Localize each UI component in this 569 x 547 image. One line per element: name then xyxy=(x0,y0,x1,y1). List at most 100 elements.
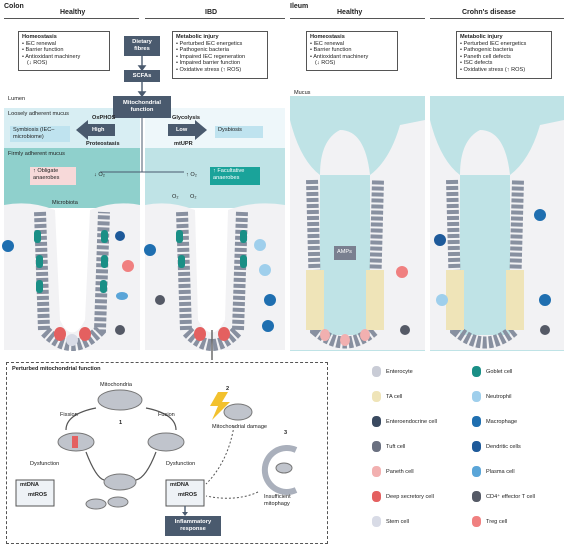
colon-homeostasis-box: Homeostasis • IEC renewal • Barrier func… xyxy=(18,31,110,71)
legend-item: Treg cell xyxy=(472,516,507,527)
divider xyxy=(430,18,564,19)
perturbed-mito-panel xyxy=(6,362,328,544)
ibd-metabolic-injury-box: Metabolic injury • Perturbed IEC energet… xyxy=(172,31,268,79)
o2-decrease-label: ↓ O₂ xyxy=(94,172,105,178)
box-line: (↓ ROS) xyxy=(315,60,336,67)
macrophage-icon xyxy=(472,416,481,427)
loose-mucus-label: Loosely adherent mucus xyxy=(8,111,69,117)
cell-legend: (function(){ const host=document.current… xyxy=(372,366,564,542)
legend-item: Goblet cell xyxy=(472,366,512,377)
amps-label: AMPs xyxy=(337,249,352,255)
box-line: • Barrier function xyxy=(22,47,64,54)
box-title: Homeostasis xyxy=(22,34,57,40)
low-label: Low xyxy=(176,127,188,133)
box-title: Metabolic injury xyxy=(460,34,503,40)
ileum-section-title: Ileum xyxy=(290,3,309,10)
step-1-marker: 1 xyxy=(119,420,123,426)
mitochondrial-damage-label: Mitochondrial damage xyxy=(212,424,268,430)
box-line: • Paneth cell defects xyxy=(460,53,511,60)
legend-label: Deep secretory cell xyxy=(386,493,434,500)
legend-label: Macrophage xyxy=(486,418,518,425)
perturbed-title: Perturbed mitochondrial function xyxy=(12,366,101,372)
o2-label: O₂ xyxy=(190,194,197,200)
ibd-crypt xyxy=(144,203,285,351)
o2-label: O₂ xyxy=(172,194,179,200)
legend-label: Tuft cell xyxy=(386,443,406,450)
legend-item: Stem cell xyxy=(372,516,409,527)
treg-cell-icon xyxy=(472,516,481,527)
dysfunction-label: Dysfunction xyxy=(30,461,60,467)
legend-label: CD4⁺ effector T cell xyxy=(486,493,535,500)
colon-healthy-header: Healthy xyxy=(60,9,86,16)
crohns-header: Crohn's disease xyxy=(462,9,516,16)
legend-label: TA cell xyxy=(386,393,403,400)
deep-secretory-cell-icon xyxy=(372,491,381,502)
legend-item: Enterocyte xyxy=(372,366,413,377)
box-line: • Perturbed IEC energetics xyxy=(460,40,527,47)
proteostasis-label: Proteostasis xyxy=(86,141,120,147)
mitochondria-label: Mitochondria xyxy=(100,382,133,388)
goblet-cell-icon xyxy=(472,366,481,377)
o2-increase-label: ↑ O₂ xyxy=(186,172,197,178)
stem-cell-icon xyxy=(372,516,381,527)
symbiosis-box: Symbiosis (IEC–microbiome) xyxy=(10,126,70,142)
legend-label: Enterocyte xyxy=(386,368,413,375)
crohns-metabolic-injury-box: Metabolic injury • Perturbed IEC energet… xyxy=(456,31,552,79)
paneth-cell-icon xyxy=(372,466,381,477)
dysbiosis-box: Dysbiosis xyxy=(215,126,263,138)
box-line: • IEC renewal xyxy=(310,40,344,47)
box-line: • IEC renewal xyxy=(22,40,56,47)
firm-mucus-label: Firmly adherent mucus xyxy=(8,151,65,157)
ileum-homeostasis-box: Homeostasis • IEC renewal • Barrier func… xyxy=(306,31,398,71)
legend-item: Dendritic cells xyxy=(472,441,521,452)
colon-section-title: Colon xyxy=(4,3,24,10)
insufficient-mitophagy-label: Insufficient mitophagy xyxy=(264,494,291,507)
box-line: • Oxidative stress (↑ ROS) xyxy=(460,66,526,73)
box-line: • Pathogenic bacteria xyxy=(176,47,229,54)
mtupr-label: mtUPR xyxy=(174,141,193,147)
ileum-healthy-villi xyxy=(290,120,425,350)
glycolysis-label: Glycolysis xyxy=(172,115,200,121)
box-line: • Impaired barrier function xyxy=(176,60,241,67)
enterocyte-icon xyxy=(372,366,381,377)
enteroendocrine-cell-icon xyxy=(372,416,381,427)
box-line: • Impaired IEC regeneration xyxy=(176,53,246,60)
legend-item: Neutrophil xyxy=(472,391,512,402)
mitochondrial-function-box: Mitochondrial function xyxy=(113,96,171,118)
mito-cycle-illustration xyxy=(15,389,298,516)
legend-label: Enteroendocrine cell xyxy=(386,418,437,425)
box-line: • Antioxidant machinery xyxy=(310,53,369,60)
plasma-cell-icon xyxy=(472,466,481,477)
box-line: • ISC defects xyxy=(460,60,493,67)
step-2-marker: 2 xyxy=(226,386,230,392)
legend-item: Macrophage xyxy=(472,416,517,427)
legend-label: Dendritic cells xyxy=(486,443,521,450)
legend-label: Treg cell xyxy=(486,518,508,525)
legend-item: TA cell xyxy=(372,391,402,402)
mtros-label: mtROS xyxy=(178,492,197,498)
dysfunction-label: Dysfunction xyxy=(166,461,196,467)
legend-label: Goblet cell xyxy=(486,368,513,375)
ileum-healthy-header: Healthy xyxy=(337,9,363,16)
inflammatory-response-box: Inflammatory response xyxy=(165,516,221,536)
legend-label: Stem cell xyxy=(386,518,410,525)
ibd-header: IBD xyxy=(205,9,218,16)
tuft-cell-icon xyxy=(372,441,381,452)
facultative-anaerobes-box: ↑ Facultative anaerobes xyxy=(210,167,260,185)
mtdna-label: mtDNA xyxy=(170,482,189,488)
legend-label: Neutrophil xyxy=(486,393,512,400)
mucus-label: Mucus xyxy=(294,90,311,96)
box-line: • Pathogenic bacteria xyxy=(460,47,513,54)
legend-label: Plasma cell xyxy=(486,468,515,475)
legend-item: Deep secretory cell xyxy=(372,491,434,502)
legend-item: Tuft cell xyxy=(372,441,405,452)
legend-item: Enteroendocrine cell xyxy=(372,416,437,427)
divider xyxy=(4,18,139,19)
box-title: Homeostasis xyxy=(310,34,345,40)
legend-item: CD4⁺ effector T cell xyxy=(472,491,535,502)
crohns-villi xyxy=(430,120,564,350)
box-title: Metabolic injury xyxy=(176,34,219,40)
mtdna-label: mtDNA xyxy=(20,482,39,488)
mtros-label: mtROS xyxy=(28,492,47,498)
fusion-label: Fusion xyxy=(158,412,175,418)
